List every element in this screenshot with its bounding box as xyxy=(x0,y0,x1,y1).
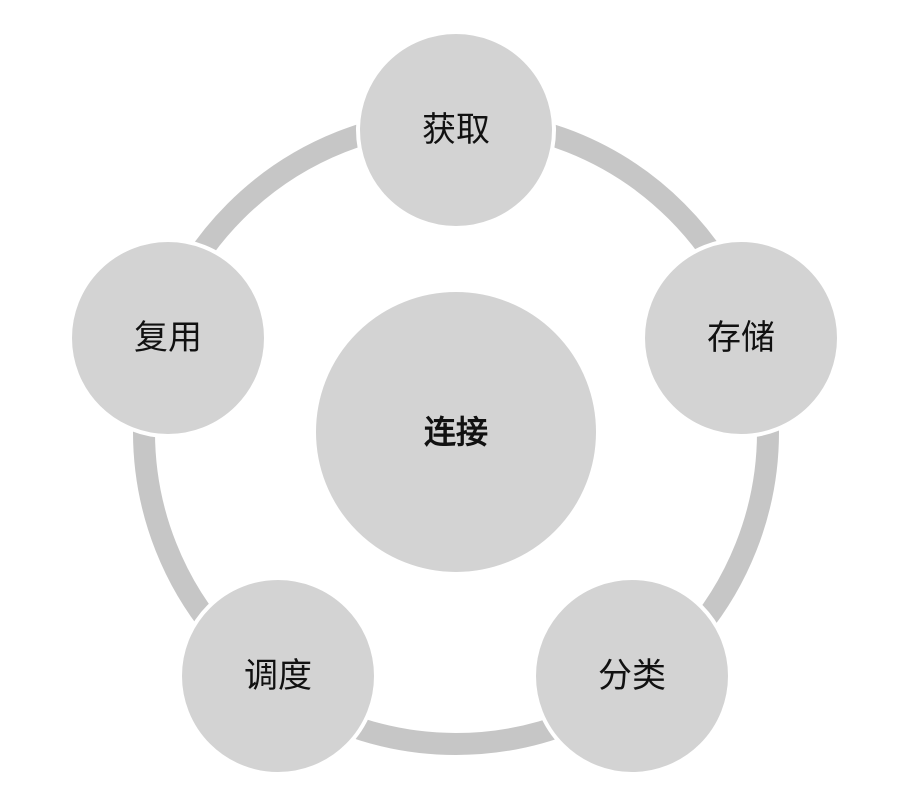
node-acquire: 获取 xyxy=(356,30,556,230)
node-schedule-label: 调度 xyxy=(244,656,312,696)
node-classify: 分类 xyxy=(532,576,732,776)
node-store-label: 存储 xyxy=(707,318,775,358)
node-classify-circle xyxy=(532,576,732,776)
node-reuse-circle xyxy=(68,238,268,438)
node-store-circle xyxy=(641,238,841,438)
center-node: 连接 xyxy=(312,288,600,576)
node-classify-label: 分类 xyxy=(598,656,666,696)
node-reuse: 复用 xyxy=(68,238,268,438)
node-schedule: 调度 xyxy=(178,576,378,776)
node-acquire-label: 获取 xyxy=(422,110,490,150)
center-node-label: 连接 xyxy=(424,413,488,451)
center-node-circle xyxy=(312,288,600,576)
node-acquire-circle xyxy=(356,30,556,230)
node-reuse-label: 复用 xyxy=(134,318,202,358)
node-schedule-circle xyxy=(178,576,378,776)
node-store: 存储 xyxy=(641,238,841,438)
